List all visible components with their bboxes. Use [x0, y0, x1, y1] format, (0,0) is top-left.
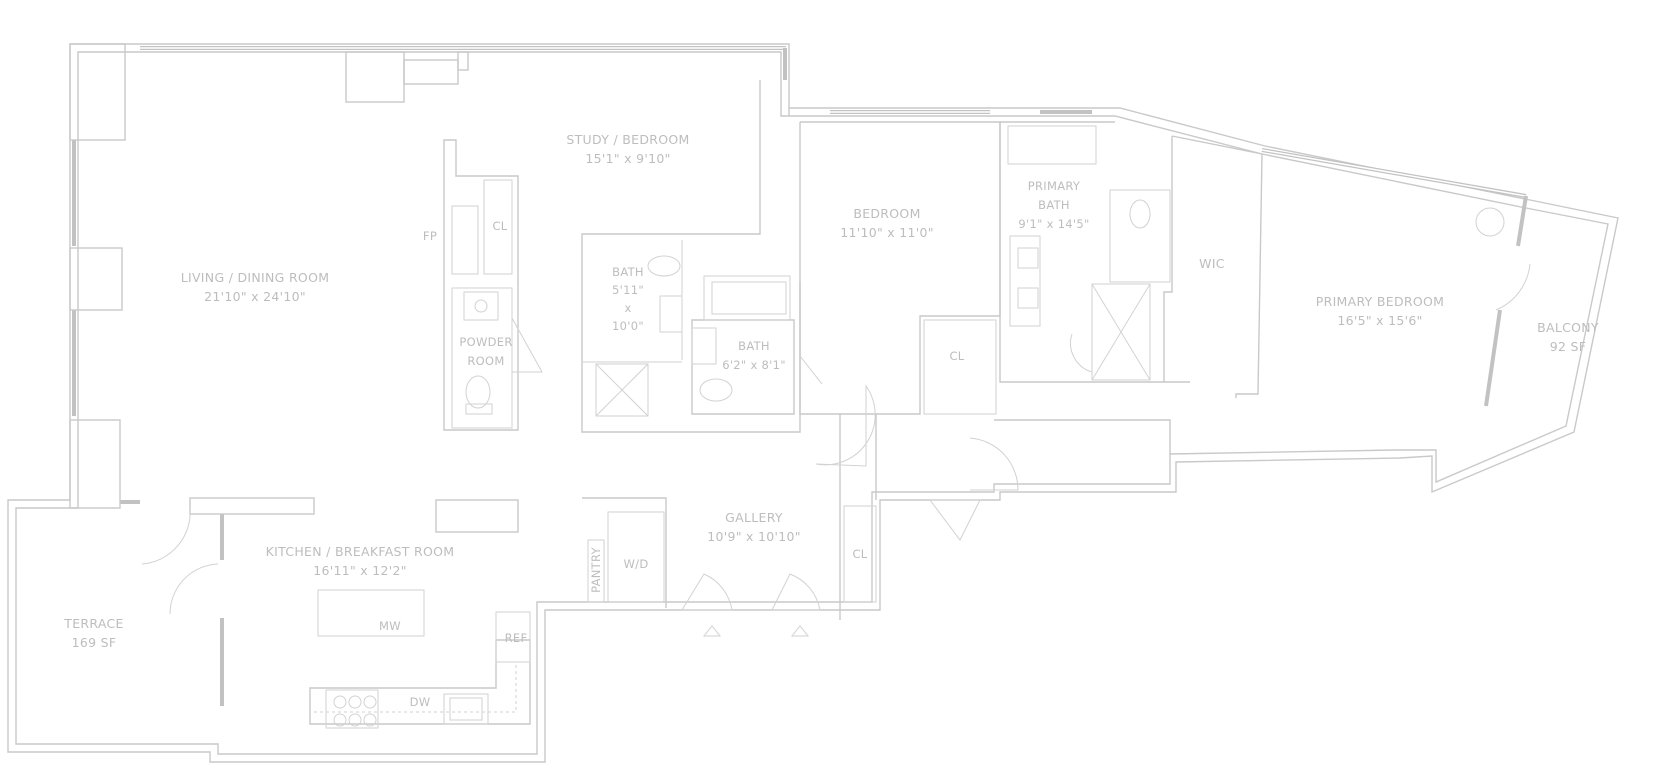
exterior-walls: [7, 43, 1619, 763]
primary-bedroom-dims: 16'5" x 15'6": [1337, 313, 1422, 328]
entry-markers: [702, 625, 810, 637]
piers: [69, 43, 469, 509]
primary-bedroom-label: PRIMARY BEDROOM: [1316, 294, 1445, 309]
bedroom-label: BEDROOM: [853, 206, 920, 221]
powder-room-label-1: POWDER: [459, 335, 512, 349]
primary-bath-dims: 9'1" x 14'5": [1018, 217, 1089, 231]
primary-bath-label-1: PRIMARY: [1028, 179, 1081, 193]
gallery-dims: 10'9" x 10'10": [707, 529, 801, 544]
bath2-dims: 6'2" x 8'1": [722, 358, 786, 372]
bedroom-dims: 11'10" x 11'0": [840, 225, 934, 240]
primary-bath-label-2: BATH: [1038, 198, 1070, 212]
study-label: STUDY / BEDROOM: [566, 132, 689, 147]
kitchen-dims: 16'11" x 12'2": [313, 563, 407, 578]
fireplace-label: FP: [423, 229, 437, 243]
room-labels: LIVING / DINING ROOM 21'10" x 24'10" STU…: [63, 132, 1599, 650]
ref-label: REF: [505, 631, 528, 645]
gallery-label: GALLERY: [725, 510, 783, 525]
study-dims: 15'1" x 9'10": [585, 151, 670, 166]
mw-label: MW: [379, 619, 401, 633]
bath1-dims-3: 10'0": [612, 319, 644, 333]
terrace-area: 169 SF: [72, 635, 117, 650]
doors: [681, 263, 1531, 611]
wic-label: WIC: [1199, 256, 1225, 271]
kitchen-label: KITCHEN / BREAKFAST ROOM: [266, 544, 455, 559]
balcony-label: BALCONY: [1537, 320, 1599, 335]
powder-room-label-2: ROOM: [467, 354, 504, 368]
balcony-area: 92 SF: [1550, 339, 1587, 354]
closet-living-label: CL: [492, 219, 507, 233]
interior-walls: [141, 80, 1263, 729]
windows: [72, 46, 1528, 706]
dw-label: DW: [410, 695, 431, 709]
pantry-label: PANTRY: [589, 546, 603, 592]
bath1-label: BATH: [612, 265, 644, 279]
living-room-dims: 21'10" x 24'10": [204, 289, 306, 304]
bath2-label: BATH: [738, 339, 770, 353]
closet-gallery-label: CL: [852, 547, 867, 561]
bath1-dims-2: x: [624, 301, 631, 315]
plumbing-fixtures: [463, 199, 1505, 417]
closet-bedroom-label: CL: [949, 349, 964, 363]
living-room-label: LIVING / DINING ROOM: [181, 270, 330, 285]
terrace-label: TERRACE: [63, 616, 123, 631]
wd-label: W/D: [623, 557, 648, 571]
fixture-labels: FP CL CL CL PANTRY W/D MW DW REF: [379, 219, 964, 709]
bath1-dims-1: 5'11": [612, 283, 644, 297]
